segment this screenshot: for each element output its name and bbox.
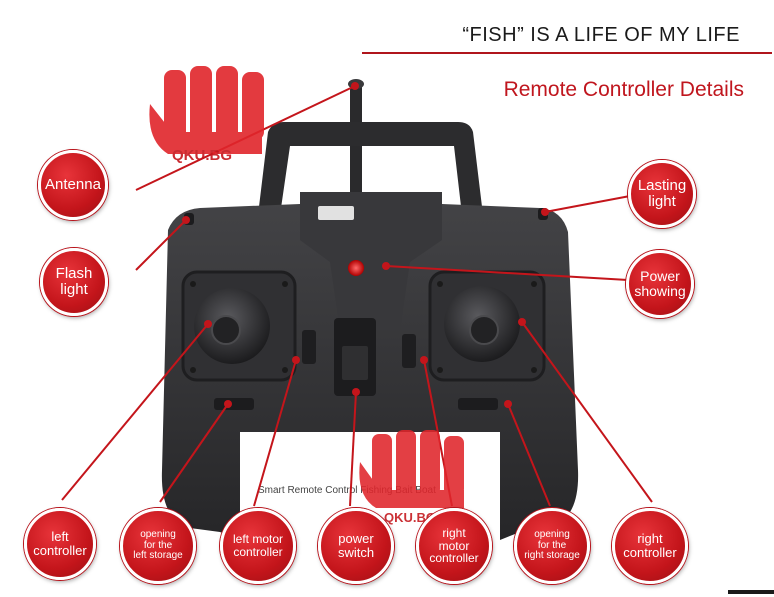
label-right-controller: right controller bbox=[612, 508, 688, 584]
label-left-motor: left motor controller bbox=[220, 508, 296, 584]
power-switch-knob bbox=[342, 346, 368, 380]
label-flash-light-text: Flash light bbox=[55, 265, 93, 298]
label-right-storage: opening for the right storage bbox=[514, 508, 590, 584]
label-antenna-text: Antenna bbox=[45, 176, 101, 194]
svg-text:QKU.BG: QKU.BG bbox=[384, 510, 436, 525]
label-flash-light: Flash light bbox=[40, 248, 108, 316]
leader-dots bbox=[182, 82, 549, 408]
left-storage-slot bbox=[214, 398, 254, 410]
page-subtitle: Remote Controller Details bbox=[503, 78, 744, 101]
label-left-controller-text: left controller bbox=[33, 529, 87, 558]
svg-text:QKU.BG: QKU.BG bbox=[172, 147, 232, 164]
label-right-storage-text: opening for the right storage bbox=[524, 529, 580, 562]
label-left-storage: opening for the left storage bbox=[120, 508, 196, 584]
brand-watermark-top: QKU.BG bbox=[149, 66, 264, 164]
controller-print: Smart Remote Control Fishing Bait Boat bbox=[258, 485, 436, 496]
label-left-motor-text: left motor controller bbox=[232, 532, 283, 559]
label-power-switch-text: power switch bbox=[337, 531, 375, 560]
headline-divider bbox=[362, 52, 772, 54]
label-right-motor-text: right motor controller bbox=[429, 526, 479, 566]
power-led bbox=[348, 260, 364, 276]
label-power-switch: power switch bbox=[318, 508, 394, 584]
label-lasting-light: Lasting light bbox=[628, 160, 696, 228]
right-motor-switch bbox=[402, 334, 416, 368]
label-power-showing-text: Power showing bbox=[634, 268, 686, 299]
label-right-motor: right motor controller bbox=[416, 508, 492, 584]
label-left-controller: left controller bbox=[24, 508, 96, 580]
label-power-showing: Power showing bbox=[626, 250, 694, 318]
brand-watermark-bottom: QKU.BG bbox=[359, 430, 464, 525]
carry-handle bbox=[258, 122, 483, 215]
corner-mark bbox=[728, 590, 774, 594]
left-motor-switch bbox=[302, 330, 316, 364]
right-storage-slot bbox=[458, 398, 498, 410]
headline: “FISH” IS A LIFE OF MY LIFE bbox=[462, 24, 740, 46]
label-right-controller-text: right controller bbox=[623, 531, 677, 560]
label-antenna: Antenna bbox=[38, 150, 108, 220]
label-lasting-light-text: Lasting light bbox=[637, 177, 687, 210]
label-left-storage-text: opening for the left storage bbox=[133, 529, 183, 562]
